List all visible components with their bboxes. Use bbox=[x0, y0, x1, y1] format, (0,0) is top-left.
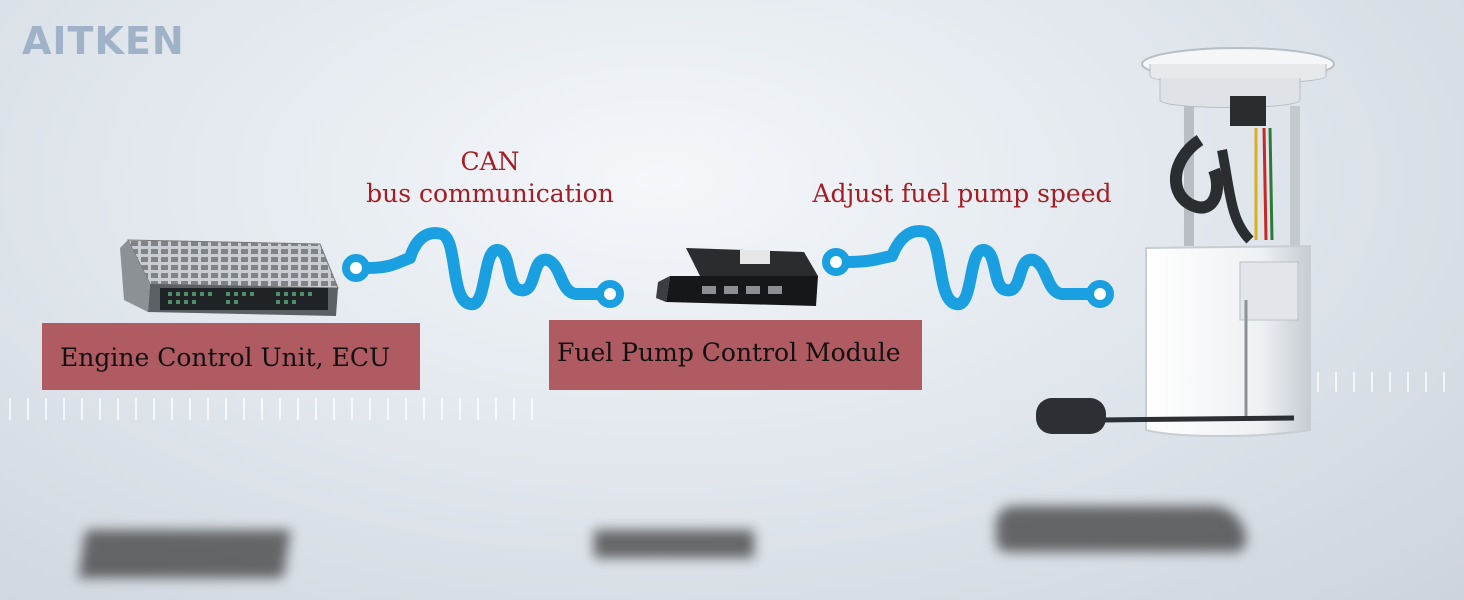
logo-text: AITKEN bbox=[22, 19, 185, 62]
fuel-pump-illustration bbox=[1036, 47, 1335, 437]
fuel-pump-control-module-illustration bbox=[656, 248, 818, 306]
can-bus-caption: CAN bus communication bbox=[360, 146, 620, 210]
can-signal-wave bbox=[342, 227, 624, 310]
fuel-pump-control-module-label: Fuel Pump Control Module bbox=[549, 320, 922, 390]
speed-signal-wave bbox=[822, 225, 1114, 310]
pump-shadow bbox=[996, 506, 1246, 552]
can-caption-line2: bus communication bbox=[366, 179, 614, 208]
can-caption-line1: CAN bbox=[460, 147, 520, 176]
aitken-logo: AITKEN bbox=[22, 19, 185, 62]
ecu-illustration bbox=[120, 239, 339, 316]
module-shadow bbox=[594, 530, 754, 558]
adjust-speed-caption: Adjust fuel pump speed bbox=[812, 179, 1112, 208]
ecu-label: Engine Control Unit, ECU bbox=[42, 323, 420, 390]
